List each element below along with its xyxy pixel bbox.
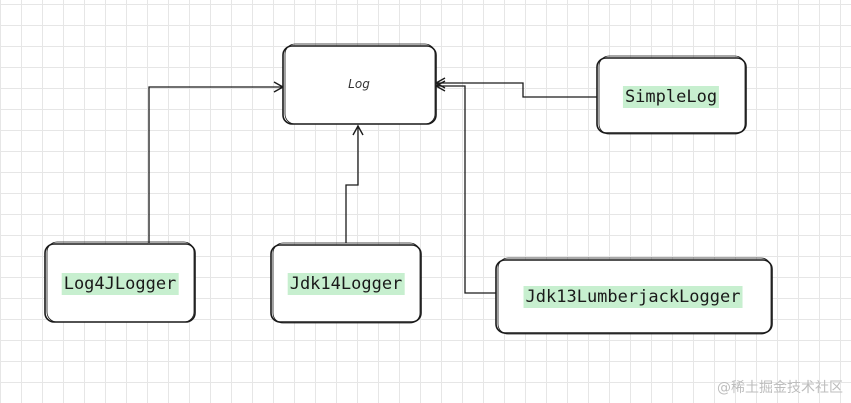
edge-jdk13lumberjacklogger-to-log: [434, 80, 496, 294]
node-log-label: Log: [348, 77, 370, 91]
edge-log4jlogger-to-log: [148, 81, 285, 243]
watermark: @稀土掘金技术社区: [717, 380, 843, 396]
node-simplelog-label: SimpleLog: [622, 86, 720, 108]
node-log: [282, 43, 437, 125]
node-jdk13lumberjacklogger-label: Jdk13LumberjackLogger: [523, 286, 743, 308]
node-jdk14logger-label: Jdk14Logger: [287, 273, 405, 295]
edge-simplelog-to-log: [434, 77, 597, 98]
edge-jdk14logger-to-log: [345, 124, 364, 243]
node-log4jlogger-label: Log4JLogger: [61, 273, 179, 295]
edges: [148, 77, 597, 294]
